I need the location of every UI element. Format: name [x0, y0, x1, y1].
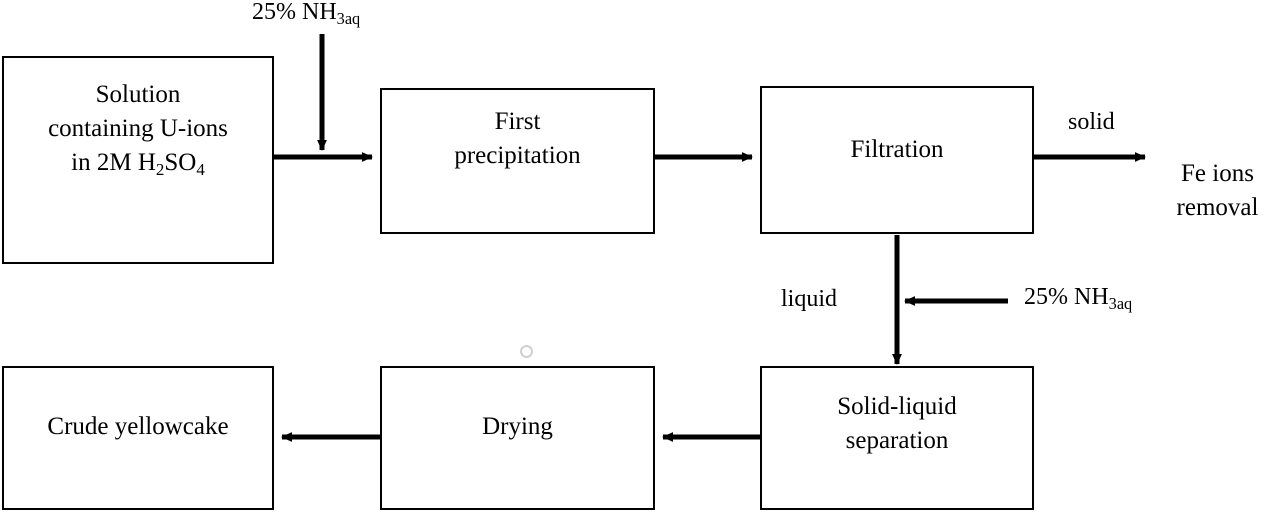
node-crude-yellowcake-label: Crude yellowcake — [47, 413, 229, 440]
node-drying[interactable]: Drying — [380, 366, 655, 510]
edge-label-ammonia-top: 25% NH3aq — [252, 0, 360, 27]
node-drying-label: Drying — [482, 413, 553, 440]
node-filtration[interactable]: Filtration — [760, 86, 1034, 234]
scan-artifact-dot — [520, 345, 533, 358]
edge-label-liquid-text: liquid — [781, 286, 838, 312]
edge-label-ammonia-top-text: 25% NH3aq — [252, 0, 361, 28]
node-filtration-label: Filtration — [850, 136, 944, 163]
node-crude-yellowcake[interactable]: Crude yellowcake — [2, 366, 274, 510]
edge-label-liquid: liquid — [781, 285, 837, 314]
edge-label-solid-text: solid — [1068, 109, 1115, 135]
edge-label-ammonia-mid-text: 25% NH3aq — [1024, 284, 1133, 313]
edge-label-ammonia-mid: 25% NH3aq — [1024, 283, 1132, 312]
edge-label-solid: solid — [1068, 108, 1115, 137]
